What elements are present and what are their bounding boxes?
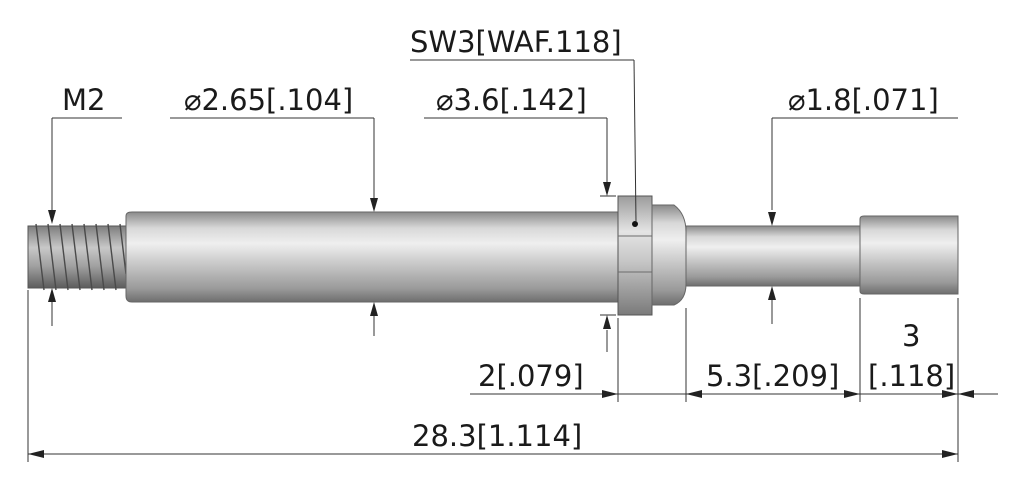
collar-section xyxy=(651,204,687,306)
neck-section xyxy=(685,225,861,287)
tip-section xyxy=(859,215,959,295)
tip-diameter-label: ⌀1.8[.071] xyxy=(788,83,939,117)
collar-diameter-label: ⌀3.6[.142] xyxy=(436,83,587,117)
thread-crests xyxy=(35,223,127,291)
hex-section xyxy=(617,195,653,316)
shank-diameter-label: ⌀2.65[.104] xyxy=(184,83,353,117)
arrowheads xyxy=(28,182,974,458)
hex-length-label: 2[.079] xyxy=(478,359,584,393)
tip-length-in-label: [.118] xyxy=(868,359,955,393)
overall-length-label: 28.3[1.114] xyxy=(412,419,582,453)
cross-hole xyxy=(632,221,638,227)
tip-length-mm-label: 3 xyxy=(902,319,920,353)
shank-section xyxy=(125,211,619,303)
wrench-flats-label: SW3[WAF.118] xyxy=(410,25,622,59)
thread-label: M2 xyxy=(62,83,105,117)
neck-length-label: 5.3[.209] xyxy=(706,359,839,393)
dimension-lines xyxy=(27,59,998,462)
pin-body xyxy=(27,195,959,316)
